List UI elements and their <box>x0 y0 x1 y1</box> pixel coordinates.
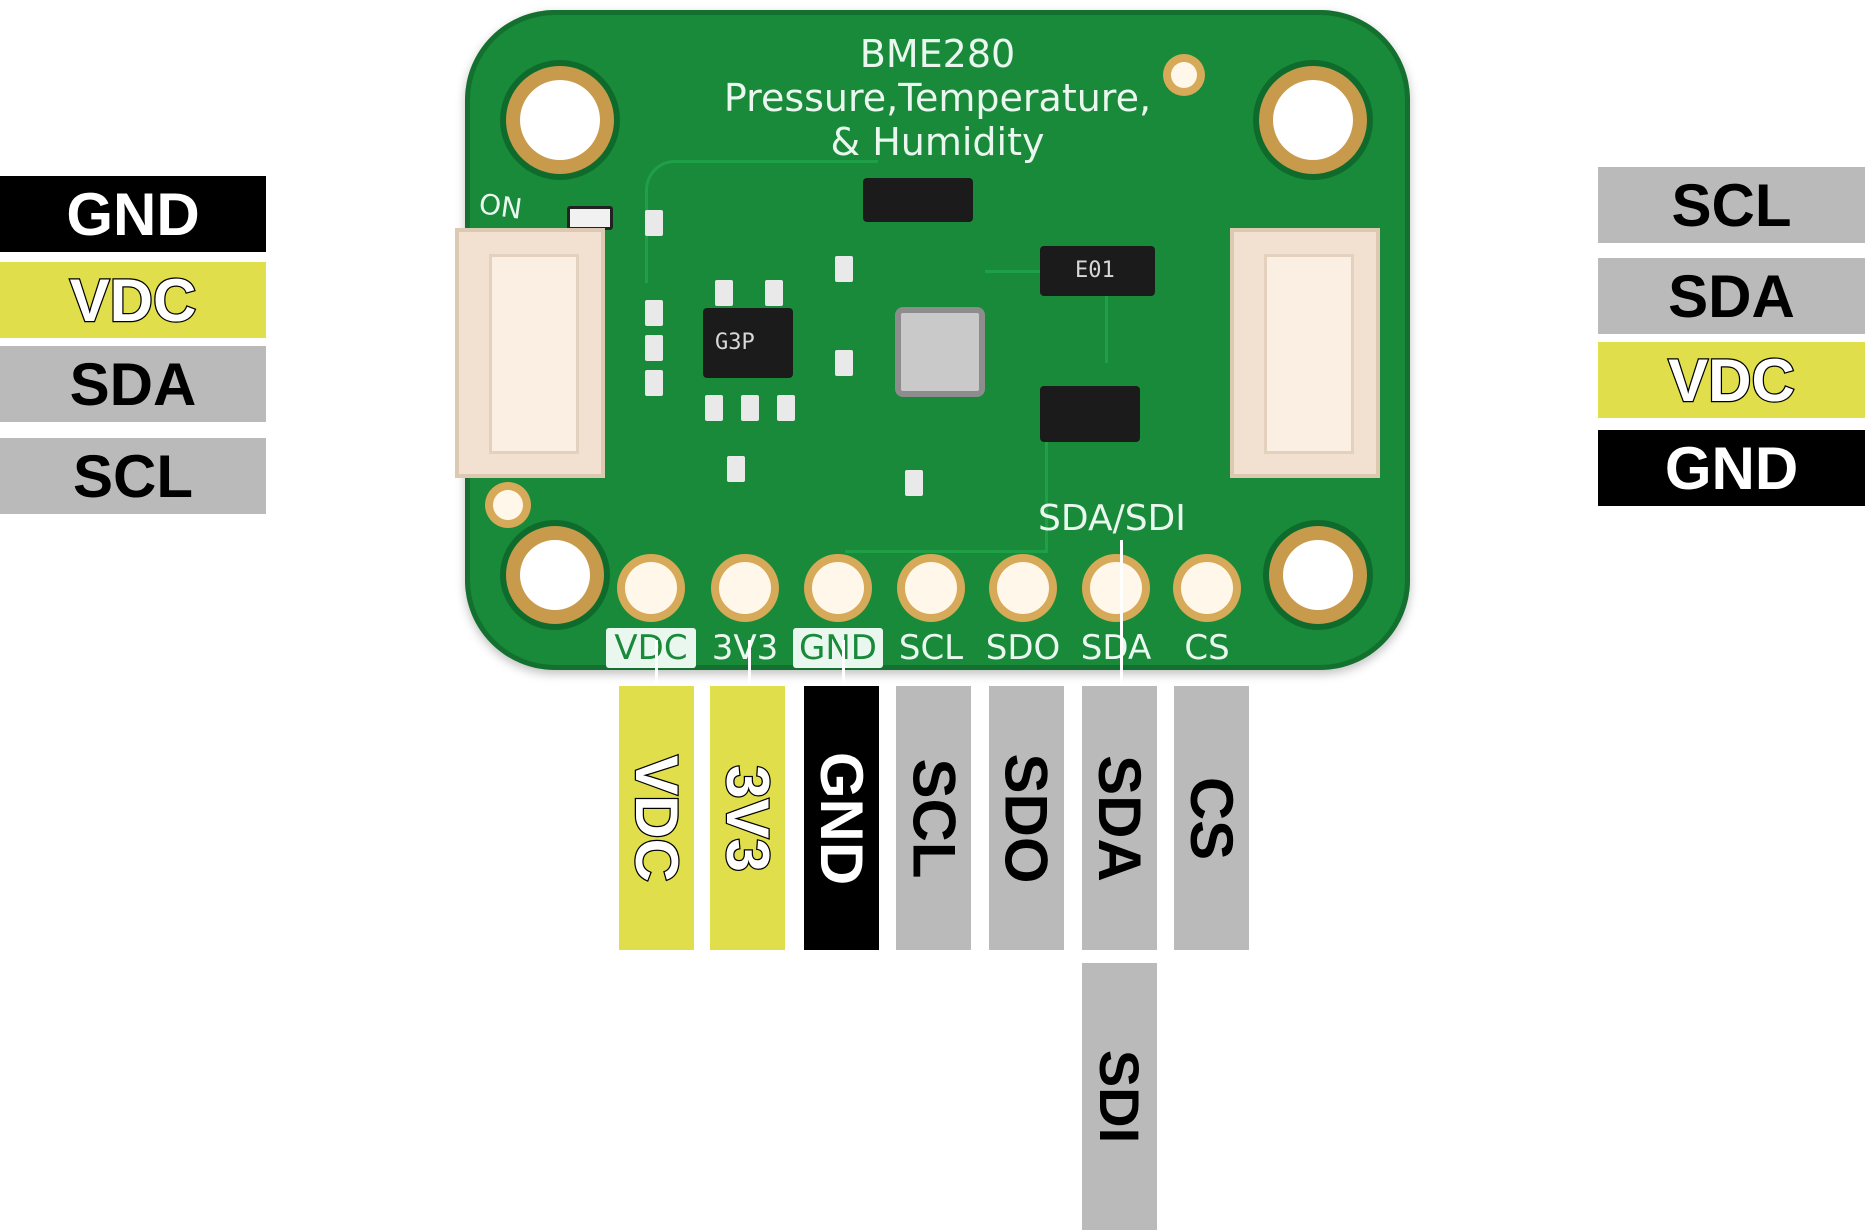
pin-label-gnd: GND <box>804 686 879 950</box>
silk-pin-sda: SDA <box>1080 628 1152 668</box>
pin-label-sdo-text: SDO <box>993 752 1060 884</box>
silk-pin-cs: CS <box>1184 628 1230 668</box>
chip-lead <box>645 300 663 326</box>
on-label: ON <box>476 187 525 226</box>
left-label-sda: SDA <box>0 346 266 422</box>
mounting-hole-top-right <box>1273 80 1353 160</box>
chip-lead <box>741 395 759 421</box>
fiducial-pad <box>493 490 523 520</box>
stemma-qt-connector-left <box>455 228 605 478</box>
pin-label-sda-text: SDA <box>1086 754 1153 882</box>
pin-label-sda: SDA <box>1082 686 1157 950</box>
pin-label-vdc-text: VDC <box>622 753 692 882</box>
level-shifter-chip <box>1040 246 1155 296</box>
pin-label-scl-text: SCL <box>900 758 967 878</box>
pin-label-sdi-text: SDI <box>1088 1049 1152 1144</box>
header-pad-3v3 <box>719 562 771 614</box>
smd-component <box>727 456 745 482</box>
diode-component <box>863 178 973 222</box>
header-pad-vdc <box>625 562 677 614</box>
board-title-line-3: & Humidity <box>830 120 1045 164</box>
smd-component <box>835 256 853 282</box>
level-shifter-chip-label: E01 <box>1075 258 1115 283</box>
mounting-hole-top-left <box>520 80 600 160</box>
pin-label-cs: CS <box>1174 686 1249 950</box>
left-label-vdc: VDC <box>0 262 266 338</box>
sda-sdi-silk-label: SDA/SDI <box>1038 498 1186 539</box>
pin-label-gnd-text: GND <box>808 751 875 885</box>
stemma-qt-connector-right <box>1230 228 1380 478</box>
header-pad-cs <box>1181 562 1233 614</box>
silk-pin-scl: SCL <box>898 628 964 668</box>
header-pad-scl <box>905 562 957 614</box>
left-label-scl: SCL <box>0 438 266 514</box>
pin-label-vdc: VDC <box>619 686 694 950</box>
regulator-chip-label: G3P <box>715 330 755 355</box>
leader-line <box>655 640 658 686</box>
leader-line <box>842 640 845 686</box>
header-pad-sdo <box>997 562 1049 614</box>
pin-label-scl: SCL <box>896 686 971 950</box>
pin-label-sdo: SDO <box>989 686 1064 950</box>
left-label-gnd: GND <box>0 176 266 252</box>
header-pad-sda <box>1090 562 1142 614</box>
power-led <box>567 206 613 230</box>
header-pad-gnd <box>812 562 864 614</box>
smd-component <box>835 350 853 376</box>
mounting-hole-bottom-left <box>520 540 590 610</box>
right-label-sda: SDA <box>1598 258 1865 334</box>
regulator-chip <box>703 308 793 378</box>
silk-pin-3v3: 3V3 <box>711 628 779 668</box>
bme280-sensor-chip <box>895 307 985 397</box>
chip-lead <box>645 370 663 396</box>
board-title: BME280 Pressure,Temperature, & Humidity <box>465 32 1410 164</box>
chip-lead <box>777 395 795 421</box>
smd-component <box>645 210 663 236</box>
chip-lead <box>715 280 733 306</box>
right-label-vdc: VDC <box>1598 342 1865 418</box>
chip-lead <box>765 280 783 306</box>
silk-pin-sdo: SDO <box>985 628 1061 668</box>
fiducial-pad <box>1171 62 1197 88</box>
leader-line <box>1120 540 1123 686</box>
pin-label-3v3-text: 3V3 <box>713 763 783 872</box>
silk-pin-vdc: VDC <box>606 628 696 668</box>
pin-label-sdi: SDI <box>1082 963 1157 1230</box>
smd-component <box>905 470 923 496</box>
mounting-hole-bottom-right <box>1283 540 1353 610</box>
right-label-scl: SCL <box>1598 167 1865 243</box>
level-shifter-chip-2 <box>1040 386 1140 442</box>
silk-pin-gnd: GND <box>793 628 883 668</box>
chip-lead <box>705 395 723 421</box>
board-title-line-1: BME280 <box>859 32 1016 76</box>
right-label-gnd: GND <box>1598 430 1865 506</box>
pin-label-cs-text: CS <box>1178 776 1246 860</box>
bme280-breakout-board: BME280 Pressure,Temperature, & Humidity … <box>455 10 1410 670</box>
board-title-line-2: Pressure,Temperature, <box>723 76 1152 120</box>
chip-lead <box>645 335 663 361</box>
trace <box>845 390 1048 553</box>
pin-label-3v3: 3V3 <box>710 686 785 950</box>
leader-line <box>748 640 751 686</box>
